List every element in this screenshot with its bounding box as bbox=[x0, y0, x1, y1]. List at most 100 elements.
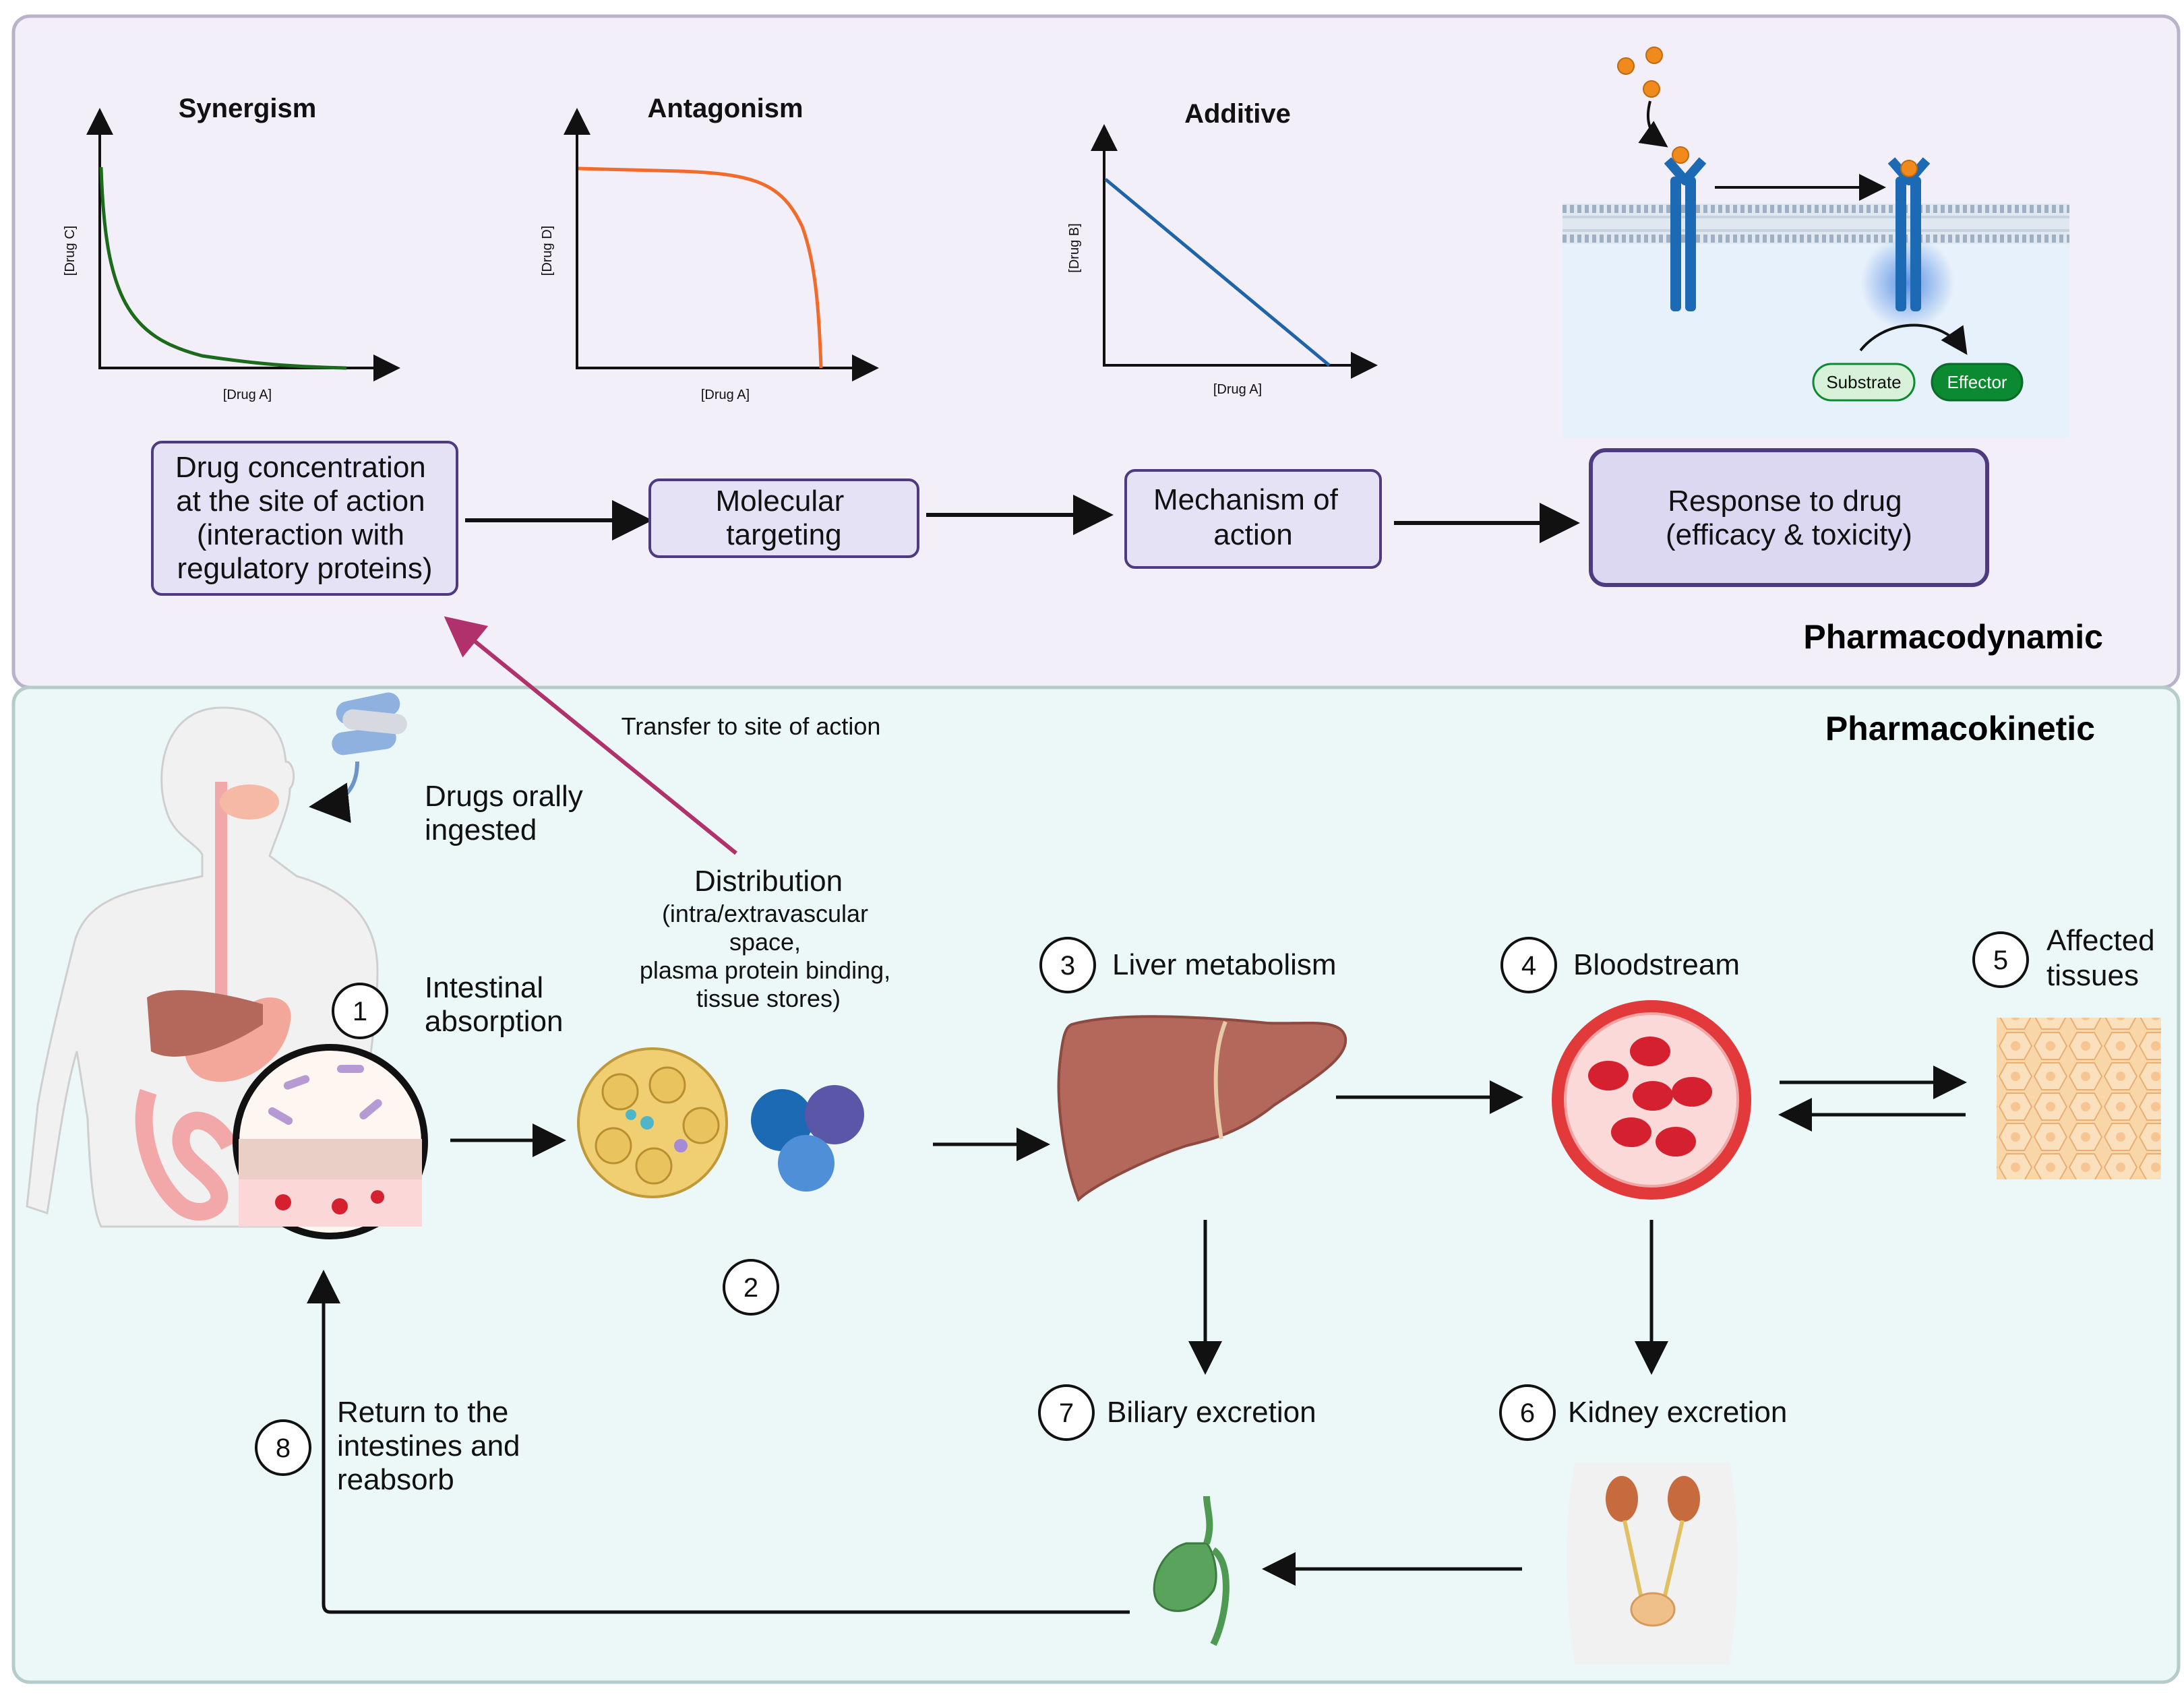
distribution-line-4: tissue stores) bbox=[696, 985, 841, 1012]
body-liver bbox=[147, 990, 263, 1057]
blood-vessel-illustration bbox=[1552, 1000, 1751, 1200]
plasma-proteins-illustration bbox=[751, 1085, 864, 1192]
antagonism-plot: Antagonism [Drug A] [Drug D] bbox=[540, 94, 879, 402]
svg-text:(intra/extravascular space: (intra/extravascular space, plasma prote… bbox=[640, 900, 897, 1012]
bloodstream-label: Bloodstream bbox=[1573, 948, 1740, 981]
molecular-targeting-box: Molecular targeting bbox=[648, 479, 919, 558]
drug-concentration-line-2: at the site of action bbox=[176, 485, 425, 518]
step-7-badge bbox=[1038, 1384, 1095, 1441]
mechanism-line-2: action bbox=[1213, 518, 1292, 551]
antagonism-curve bbox=[578, 166, 823, 369]
step-3-badge bbox=[1039, 937, 1096, 993]
substrate-label: Substrate bbox=[1826, 372, 1901, 392]
svg-text:Intestinal absorption: Intestinal absorption bbox=[425, 971, 563, 1038]
drug-concentration-box: Drug concentration at the site of action… bbox=[151, 441, 458, 596]
kidney-label: Kidney excretion bbox=[1568, 1396, 1787, 1429]
return-line-1: Return to the bbox=[337, 1396, 508, 1429]
tissue-stores-illustration bbox=[577, 1047, 728, 1198]
svg-text:Return to the intestines a: Return to the intestines and reabsorb bbox=[337, 1396, 528, 1496]
pharmacokinetic-title: Pharmacokinetic bbox=[1825, 710, 2095, 747]
receptor-bound bbox=[1860, 157, 1955, 330]
effector-pill bbox=[1931, 363, 2024, 402]
liver-ligament bbox=[1213, 1020, 1227, 1140]
svg-text:Drug concentration at th: Drug concentration at the site of action… bbox=[175, 451, 434, 585]
additive-title: Additive bbox=[1184, 99, 1291, 129]
step-7-number: 7 bbox=[1059, 1398, 1074, 1428]
step-1-badge bbox=[332, 983, 388, 1039]
step-4-badge bbox=[1500, 937, 1557, 993]
effector-label: Effector bbox=[1947, 372, 2007, 392]
molecular-targeting-line-1: Molecular bbox=[716, 485, 845, 518]
absorption-line-1: Intestinal bbox=[425, 971, 543, 1004]
pills-icon bbox=[332, 692, 407, 755]
tissues-line-2: tissues bbox=[2046, 959, 2139, 992]
distribution-line-1: (intra/extravascular bbox=[662, 900, 868, 927]
drug-concentration-line-1: Drug concentration bbox=[175, 451, 426, 484]
step-6-badge bbox=[1499, 1384, 1556, 1441]
response-line-1: Response to drug bbox=[1668, 485, 1902, 518]
step-6-number: 6 bbox=[1520, 1398, 1535, 1428]
step-1-number: 1 bbox=[353, 997, 367, 1026]
antagonism-x-label: [Drug A] bbox=[701, 388, 750, 402]
oral-line-2: ingested bbox=[425, 813, 537, 846]
step-8-badge bbox=[255, 1419, 311, 1476]
return-line-2: intestines and bbox=[337, 1429, 520, 1462]
ligand-molecules bbox=[1617, 47, 1663, 98]
mechanism-line-1: Mechanism of bbox=[1153, 483, 1339, 516]
response-box: Response to drug (efficacy & toxicity) bbox=[1589, 448, 1989, 587]
liver-label: Liver metabolism bbox=[1112, 948, 1337, 981]
mechanism-of-action-box: Mechanism of action bbox=[1124, 469, 1382, 569]
step-2-number: 2 bbox=[744, 1273, 758, 1303]
response-line-2: (efficacy & toxicity) bbox=[1666, 518, 1912, 551]
transfer-arrow bbox=[444, 616, 737, 855]
svg-text:Affected tissues: Affected tissues bbox=[2046, 924, 2163, 992]
mouth bbox=[220, 784, 279, 820]
distribution-line-2: space, bbox=[729, 928, 801, 956]
additive-plot: Additive [Drug A] [Drug B] bbox=[1067, 99, 1378, 397]
step-3-number: 3 bbox=[1060, 951, 1075, 981]
distribution-title: Distribution bbox=[694, 865, 843, 898]
return-line-3: reabsorb bbox=[337, 1463, 454, 1496]
cell-membrane bbox=[1563, 204, 2069, 244]
drug-concentration-line-3: (interaction with bbox=[197, 518, 404, 551]
urinary-system-illustration bbox=[1567, 1462, 1738, 1665]
synergism-plot: Synergism [Drug A] [Drug C] bbox=[63, 94, 400, 402]
synergism-title: Synergism bbox=[179, 94, 317, 123]
synergism-x-label: [Drug A] bbox=[223, 388, 272, 402]
return-arrow bbox=[307, 1270, 1130, 1614]
substrate-pill bbox=[1812, 363, 1916, 402]
oral-label: Drugs orally ingested bbox=[425, 780, 591, 846]
svg-text:Response to drug (effica: Response to drug (efficacy & toxicity) bbox=[1666, 485, 1912, 551]
liver-illustration bbox=[1057, 1015, 1347, 1202]
pharmacodynamic-title: Pharmacodynamic bbox=[1803, 618, 2103, 656]
intestines bbox=[135, 1088, 237, 1221]
synergism-y-label: [Drug C] bbox=[63, 226, 78, 276]
gallbladder-illustration bbox=[1153, 1495, 1230, 1646]
svg-text:Molecular targeting: Molecular targeting bbox=[716, 485, 853, 551]
step-4-number: 4 bbox=[1521, 951, 1536, 981]
step-2-badge bbox=[723, 1259, 779, 1316]
ingestion-arrow bbox=[309, 761, 359, 824]
antagonism-title: Antagonism bbox=[647, 94, 803, 123]
receptor-illustration: Substrate Effector bbox=[1563, 47, 2069, 438]
additive-x-label: [Drug A] bbox=[1213, 382, 1262, 397]
ligand-path-arrow bbox=[1638, 100, 1668, 148]
svg-text:Drugs orally ingested: Drugs orally ingested bbox=[425, 780, 591, 846]
molecular-targeting-line-2: targeting bbox=[726, 518, 841, 551]
affected-tissue-illustration bbox=[1997, 1018, 2161, 1179]
absorption-line-2: absorption bbox=[425, 1005, 563, 1038]
step-5-badge bbox=[1972, 931, 2029, 988]
receptor-unbound bbox=[1664, 146, 1707, 311]
distribution-line-3: plasma protein binding, bbox=[640, 956, 890, 984]
svg-text:Mechanism of action: Mechanism of action bbox=[1153, 483, 1346, 551]
synergism-curve bbox=[99, 166, 347, 370]
step-5-number: 5 bbox=[1993, 946, 2008, 975]
substrate-to-effector-arrow bbox=[1859, 323, 1968, 355]
intestinal-villi-illustration bbox=[233, 1044, 428, 1239]
oral-line-1: Drugs orally bbox=[425, 780, 583, 813]
drug-concentration-line-4: regulatory proteins) bbox=[177, 552, 432, 585]
cell-interior bbox=[1563, 236, 2069, 438]
biliary-label: Biliary excretion bbox=[1107, 1396, 1316, 1429]
additive-y-label: [Drug B] bbox=[1067, 223, 1082, 272]
